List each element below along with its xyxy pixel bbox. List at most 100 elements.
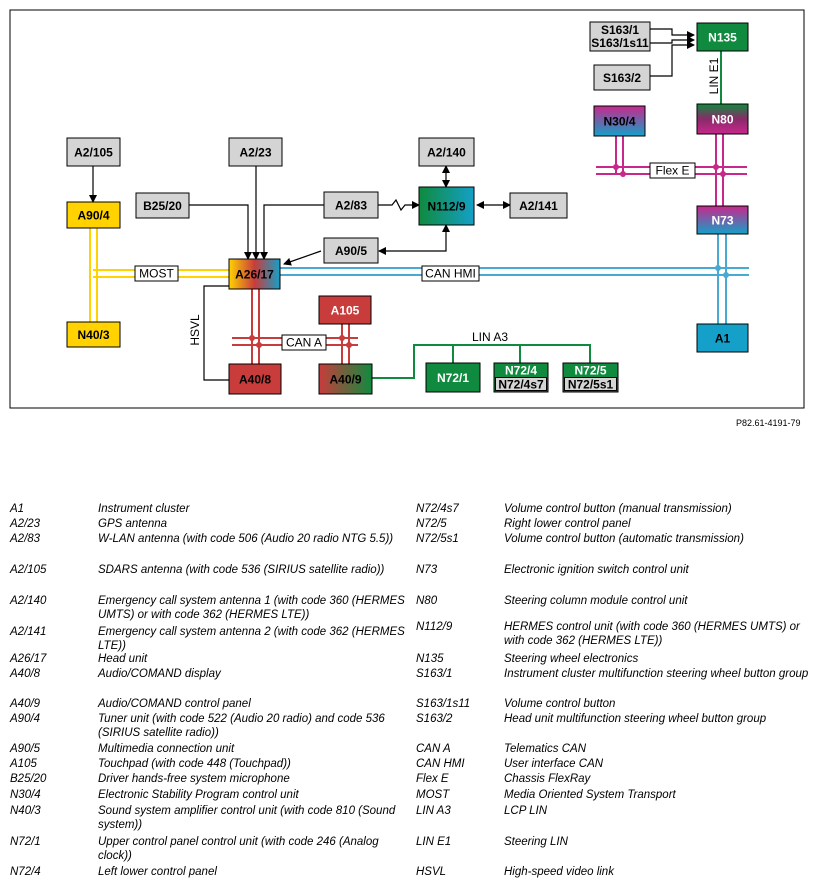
legend-code: N72/5s1 — [416, 533, 459, 545]
box-label: A40/8 — [239, 373, 271, 387]
legend-description: Instrument cluster — [98, 503, 190, 515]
box-label: N72/5 — [574, 364, 606, 378]
legend-row: N30/4 Electronic Stability Program contro… — [10, 788, 410, 802]
svg-text:MOST: MOST — [139, 267, 174, 281]
box-label: N112/9 — [427, 200, 465, 214]
legend-code: A90/4 — [10, 713, 41, 725]
box-label: A2/83 — [335, 199, 367, 213]
legend-description: HERMES control unit (with code 360 (HERM… — [504, 621, 800, 647]
box-a90-5: A90/5 — [323, 237, 379, 264]
box-a90-4: A90/4 — [66, 201, 121, 229]
legend-description: Chassis FlexRay — [504, 773, 591, 785]
svg-text:CAN A: CAN A — [286, 336, 322, 350]
box-n40-3: N40/3 — [66, 321, 121, 348]
legend-code: A2/83 — [10, 533, 41, 545]
box-label: A90/5 — [335, 244, 367, 258]
legend-code: S163/1 — [416, 668, 453, 680]
legend-code: A2/141 — [10, 626, 47, 638]
label-lin-a3: LIN A3 — [472, 330, 508, 344]
legend-description: Media Oriented System Transport — [504, 789, 676, 801]
box-a40-9: A40/9 — [318, 363, 373, 395]
box-label: A2/140 — [427, 146, 466, 160]
box-a26-17: A26/17 — [228, 258, 281, 290]
diagram-frame — [9, 9, 805, 409]
legend-code: N40/3 — [10, 805, 41, 817]
legend-description: Electronic Stability Program control uni… — [98, 789, 299, 801]
legend-row: N80 Steering column module control unit — [416, 594, 811, 608]
legend-description: Head unit multifunction steering wheel b… — [504, 713, 767, 725]
box-label: A90/4 — [77, 209, 109, 223]
legend-code: N80 — [416, 595, 438, 607]
legend-code: S163/2 — [416, 713, 453, 725]
box-label: A2/141 — [519, 199, 558, 213]
legend-description: User interface CAN — [504, 758, 604, 770]
legend-row: A90/4 Tuner unit (with code 522 (Audio 20… — [10, 712, 410, 740]
box-label: N72/1 — [437, 371, 469, 385]
legend-description: Audio/COMAND display — [98, 668, 221, 680]
legend-code: N112/9 — [416, 621, 453, 633]
legend-description: Steering column module control unit — [504, 595, 688, 607]
legend-description: Upper control panel control unit (with c… — [98, 836, 379, 862]
legend-code: N73 — [416, 564, 438, 576]
legend-code: A2/23 — [10, 518, 41, 530]
legend-description: Steering LIN — [504, 836, 568, 848]
legend-code: A1 — [10, 503, 25, 515]
box-s163-2: S163/2 — [593, 64, 651, 91]
legend-description: Driver hands-free system microphone — [98, 773, 290, 785]
box-a1: A1 — [696, 323, 749, 353]
legend-description: Tuner unit (with code 522 (Audio 20 radi… — [98, 713, 385, 739]
legend-row: N112/9 HERMES control unit (with code 360… — [416, 620, 811, 648]
legend-code: A2/140 — [10, 595, 47, 607]
legend-code: N30/4 — [10, 789, 41, 801]
hsvl-link — [203, 285, 230, 381]
svg-text:Flex E: Flex E — [655, 164, 689, 178]
box-label: N30/4 — [603, 115, 635, 129]
svg-text:CAN HMI: CAN HMI — [425, 267, 476, 281]
legend-description: Head unit — [98, 653, 148, 665]
box-b25-20: B25/20 — [135, 192, 190, 219]
legend-description: Audio/COMAND control panel — [98, 698, 251, 710]
legend-description: LCP LIN — [504, 805, 548, 817]
box-label: B25/20 — [143, 199, 182, 213]
box-n80: N80 — [696, 103, 749, 135]
legend-description: Telematics CAN — [504, 743, 587, 755]
legend-code: S163/1s11 — [416, 698, 471, 710]
box-label: A26/17 — [235, 268, 274, 282]
box-label: N80 — [711, 113, 733, 127]
box-label: A2/105 — [74, 146, 113, 160]
legend-code: HSVL — [416, 866, 447, 878]
box-label: N40/3 — [77, 328, 109, 342]
legend-code: N72/4s7 — [416, 503, 459, 515]
legend-code: MOST — [416, 789, 450, 801]
box-a2-83: A2/83 — [323, 191, 379, 219]
legend-code: N72/4 — [10, 866, 41, 878]
legend-description: Volume control button — [504, 698, 616, 710]
box-label: S163/2 — [603, 71, 641, 85]
can-hmi-bus — [280, 234, 749, 324]
can-hmi-junctions — [715, 265, 729, 278]
label-can-a: CAN A — [281, 334, 327, 351]
can-a-junctions — [249, 335, 352, 348]
box-label: A105 — [331, 304, 360, 318]
legend-description: Emergency call system antenna 1 (with co… — [98, 595, 405, 621]
legend-description: Left lower control panel — [98, 866, 217, 878]
box-a105: A105 — [318, 295, 372, 325]
flex-e-junctions — [613, 164, 726, 177]
